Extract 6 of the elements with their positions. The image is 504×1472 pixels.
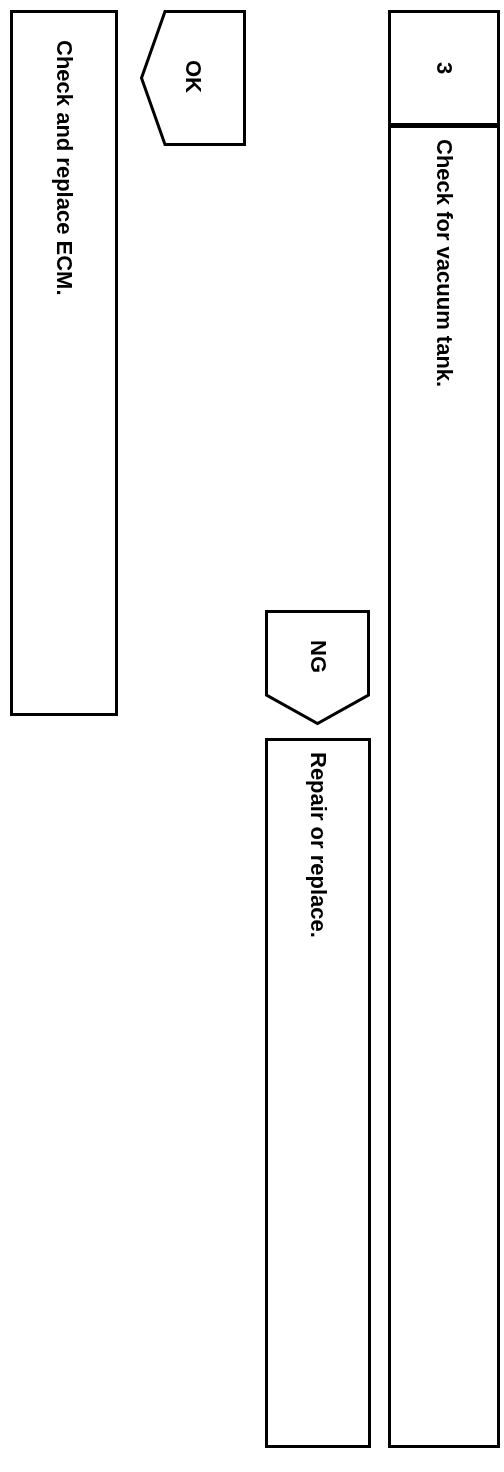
step-text: Repair or replace. (307, 752, 329, 938)
step-text: Check and replace ECM. (53, 40, 75, 296)
step-text: NG (306, 640, 329, 673)
step-text: Check for vacuum tank. (433, 139, 455, 388)
step-text: OK (182, 60, 204, 93)
step-text: 3 (433, 62, 455, 75)
